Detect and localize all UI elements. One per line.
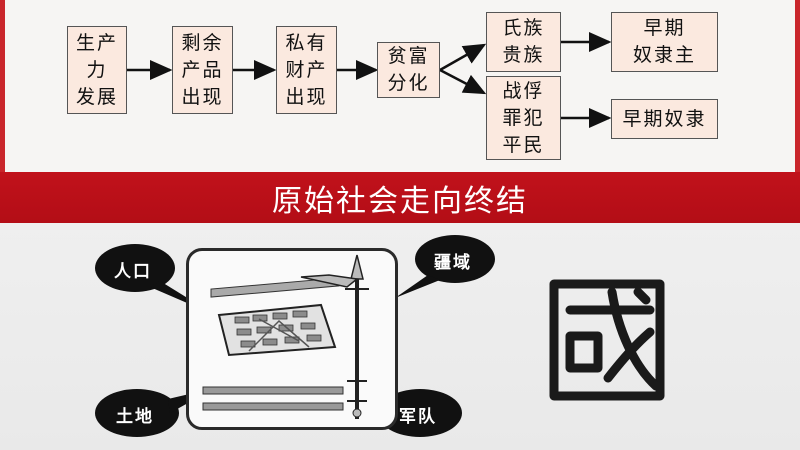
bottom-wall-icon	[202, 386, 344, 411]
ancient-guo-character-icon	[538, 270, 676, 410]
node-surplus: 剩余 产品 出现	[172, 26, 233, 114]
node-slave-owners-label: 早期 奴隶主	[632, 17, 696, 66]
arrow-gap-to-nobles	[439, 43, 487, 72]
node-nobles-label: 氏族 贵族	[502, 17, 545, 66]
flow-arrows	[127, 32, 612, 128]
bubble-army-label: 军队	[399, 407, 437, 427]
left-red-edge	[0, 0, 5, 172]
node-wealth-gap: 贫富 分化	[377, 42, 440, 98]
node-private-property: 私有 财产 出现	[276, 26, 337, 114]
node-wealth-gap-label: 贫富 分化	[387, 45, 430, 94]
node-early-slaves-label: 早期奴隶	[622, 107, 707, 130]
node-productivity: 生产 力 发展	[67, 26, 127, 114]
spear-icon	[300, 254, 369, 419]
right-red-edge	[795, 0, 800, 172]
node-private-property-label: 私有 财产 出现	[285, 31, 328, 108]
arrow-gap-to-commoners	[439, 68, 487, 95]
node-early-slaves: 早期奴隶	[611, 99, 718, 139]
walled-city-illustration	[186, 248, 398, 430]
bubble-population-label: 人口	[114, 262, 152, 282]
bubble-territory	[395, 235, 495, 298]
node-slave-owners: 早期 奴隶主	[611, 12, 718, 72]
node-surplus-label: 剩余 产品 出现	[181, 31, 224, 108]
section-banner: 原始社会走向终结	[0, 172, 800, 223]
city-block-icon	[217, 303, 337, 357]
speech-bubbles	[95, 235, 495, 437]
bubble-land-label: 土地	[116, 407, 154, 427]
node-nobles: 氏族 贵族	[486, 12, 561, 72]
node-commoners-label: 战俘 罪犯 平民	[502, 79, 545, 156]
banner-title: 原始社会走向终结	[272, 183, 528, 219]
node-productivity-label: 生产 力 发展	[75, 31, 118, 108]
bubble-territory-label: 疆域	[434, 253, 472, 273]
node-commoners: 战俘 罪犯 平民	[486, 76, 561, 160]
